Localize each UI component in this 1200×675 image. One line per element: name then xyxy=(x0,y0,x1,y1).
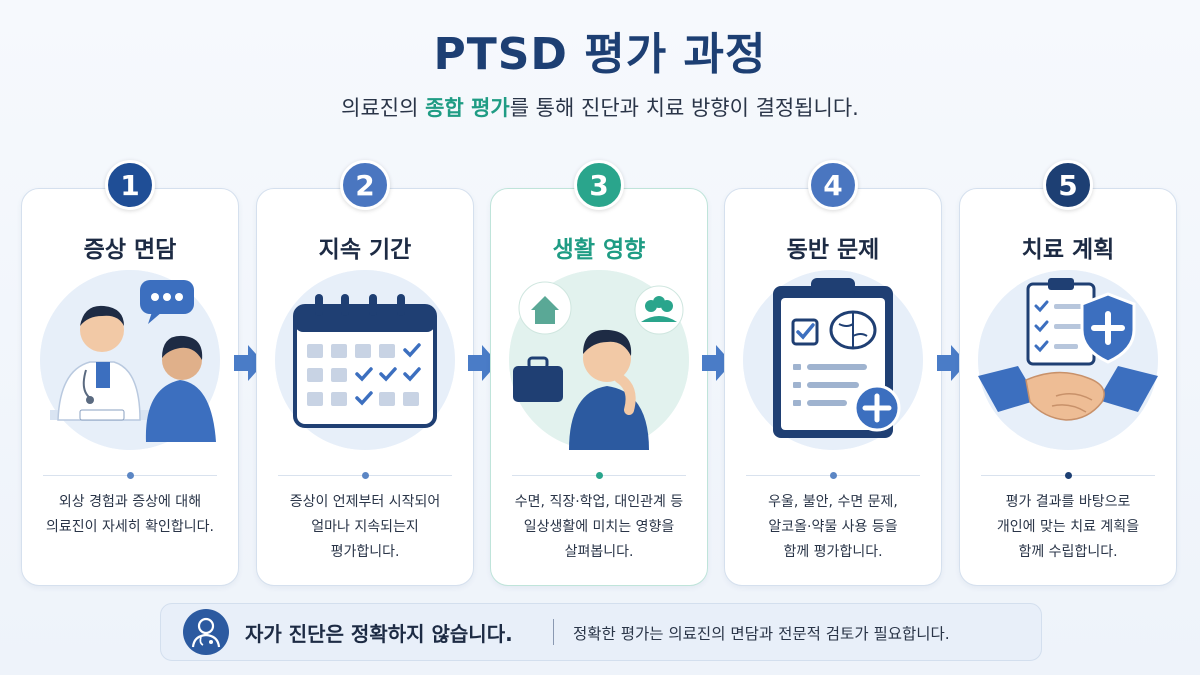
step-description: 수면, 직장·학업, 대인관계 등 일상생활에 미치는 영향을 살펴봅니다. xyxy=(498,490,700,565)
step-number-badge: 5 xyxy=(1043,160,1093,210)
page-title: PTSD 평가 과정 xyxy=(433,29,767,80)
calendar-icon xyxy=(275,270,455,450)
step-3: 3 생활 영향 수면, 직장·학업, 대인관계 등 일상생활에 미치는 영향을 … xyxy=(490,160,708,586)
step-title: 생활 영향 xyxy=(552,237,646,263)
step-divider-dot xyxy=(596,472,603,479)
disclaimer-separator xyxy=(553,619,554,645)
step-description: 외상 경험과 증상에 대해 의료진이 자세히 확인합니다. xyxy=(29,490,231,540)
step-description: 증상이 언제부터 시작되어 얼마나 지속되는지 평가합니다. xyxy=(264,490,466,565)
daily-life-impact-icon xyxy=(509,270,689,450)
desc-line: 얼마나 지속되는지 xyxy=(311,519,419,535)
step-number-badge: 1 xyxy=(105,160,155,210)
arrow-right-icon xyxy=(468,343,498,383)
desc-line: 평가 결과를 바탕으로 xyxy=(1005,494,1131,510)
step-divider-dot xyxy=(127,472,134,479)
doctor-icon xyxy=(183,609,229,655)
step-description: 평가 결과를 바탕으로 개인에 맞는 치료 계획을 함께 수립합니다. xyxy=(967,490,1169,565)
subtitle-highlight: 종합 평가 xyxy=(425,96,510,120)
desc-line: 살펴봅니다. xyxy=(564,544,634,560)
arrow-right-icon xyxy=(937,343,967,383)
arrow-right-icon xyxy=(702,343,732,383)
step-1: 1 증상 면담 외상 경험과 증상에 대해 의료진이 자세히 확인합니다. xyxy=(21,160,239,586)
desc-line: 수면, 직장·학업, 대인관계 등 xyxy=(514,494,684,510)
desc-line: 평가합니다. xyxy=(330,544,400,560)
step-description: 우울, 불안, 수면 문제, 알코올·약물 사용 등을 함께 평가합니다. xyxy=(732,490,934,565)
step-title: 치료 계획 xyxy=(1021,237,1115,263)
desc-line: 의료진이 자세히 확인합니다. xyxy=(46,519,214,535)
step-divider-dot xyxy=(362,472,369,479)
disclaimer-main-text: 자가 진단은 정확하지 않습니다. xyxy=(245,622,513,646)
subtitle-text-before: 의료진의 xyxy=(341,96,426,120)
arrow-right-icon xyxy=(234,343,264,383)
step-number-badge: 3 xyxy=(574,160,624,210)
step-divider-dot xyxy=(830,472,837,479)
desc-line: 증상이 언제부터 시작되어 xyxy=(289,494,441,510)
handshake-plan-icon xyxy=(978,270,1158,450)
desc-line: 개인에 맞는 치료 계획을 xyxy=(996,519,1140,535)
step-number-badge: 2 xyxy=(340,160,390,210)
step-number-badge: 4 xyxy=(808,160,858,210)
step-divider-dot xyxy=(1065,472,1072,479)
desc-line: 우울, 불안, 수면 문제, xyxy=(768,494,898,510)
page-subtitle: 의료진의 종합 평가를 통해 진단과 치료 방향이 결정됩니다. xyxy=(0,92,1200,122)
step-title: 동반 문제 xyxy=(786,237,880,263)
doctor-consultation-icon xyxy=(40,270,220,450)
desc-line: 함께 수립합니다. xyxy=(1018,544,1118,560)
step-4: 4 동반 문제 우울, 불안, 수면 문제, 알코올·약물 사용 등을 함께 평… xyxy=(724,160,942,586)
subtitle-text-after: 를 통해 진단과 치료 방향이 결정됩니다. xyxy=(509,96,859,120)
step-title: 지속 기간 xyxy=(318,237,412,263)
desc-line: 함께 평가합니다. xyxy=(783,544,883,560)
step-title: 증상 면담 xyxy=(83,237,177,263)
desc-line: 일상생활에 미치는 영향을 xyxy=(523,519,675,535)
step-5: 5 치료 계획 평가 결과를 바탕으로 개인에 맞는 치료 계획을 함께 수립합… xyxy=(959,160,1177,586)
disclaimer-note: 자가 진단은 정확하지 않습니다. 정확한 평가는 의료진의 면담과 전문적 검… xyxy=(160,603,1042,661)
desc-line: 외상 경험과 증상에 대해 xyxy=(58,494,202,510)
desc-line: 알코올·약물 사용 등을 xyxy=(768,519,898,535)
clipboard-brain-icon xyxy=(743,270,923,450)
disclaimer-sub-text: 정확한 평가는 의료진의 면담과 전문적 검토가 필요합니다. xyxy=(573,625,950,643)
step-2: 2 지속 기간 증상이 언제부터 시작되어 얼마나 지속되는지 xyxy=(256,160,474,586)
